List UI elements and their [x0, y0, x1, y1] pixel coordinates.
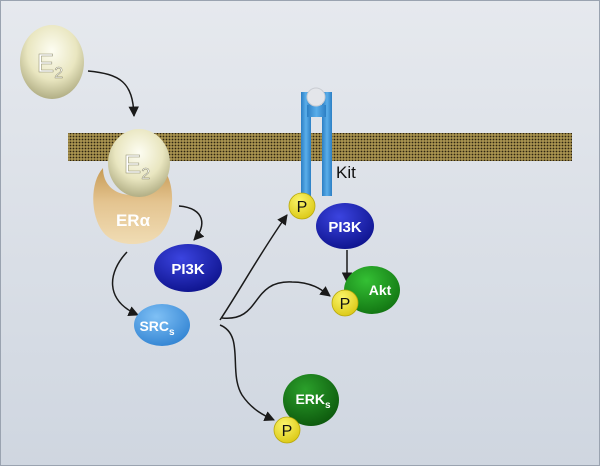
- kit-label: Kit: [336, 163, 356, 182]
- src-sub: s: [169, 327, 175, 338]
- e2-free-ligand: E2: [20, 25, 84, 99]
- svg-text:ERKs: ERKs: [295, 391, 331, 411]
- e2-free-sub: 2: [54, 65, 63, 82]
- arrow-src-to-kit-phospho: [219, 214, 288, 321]
- arrow-src-to-erk-phospho: [219, 324, 275, 421]
- phospho-akt: P: [331, 289, 359, 317]
- er-alpha-receptor: ERα: [93, 168, 173, 244]
- e2-bound-sub: 2: [141, 166, 150, 183]
- erk-sub: s: [325, 400, 331, 411]
- akt-label: Akt: [369, 282, 392, 298]
- src-kinase: SRCs: [134, 304, 190, 346]
- e2-bound-base: E: [124, 149, 141, 179]
- pi3k-left-label: PI3K: [171, 261, 205, 278]
- svg-text:SRCs: SRCs: [139, 318, 175, 338]
- erk-kinase: ERKs: [283, 374, 339, 426]
- pi3k-right: PI3K: [316, 203, 374, 249]
- e2-free-base: E: [37, 48, 54, 78]
- phospho-erk: P: [273, 416, 301, 444]
- phospho-akt-label: P: [340, 296, 351, 313]
- arrow-e2-to-membrane: [87, 70, 139, 118]
- phospho-kit-label: P: [297, 199, 308, 216]
- erk-base: ERK: [295, 391, 325, 407]
- phospho-erk-label: P: [282, 423, 293, 440]
- svg-text:E2: E2: [37, 48, 63, 82]
- phospho-kit: P: [288, 192, 316, 220]
- pi3k-left: PI3K: [154, 244, 222, 292]
- arrow-src-to-akt-phospho: [221, 281, 331, 319]
- src-base: SRC: [139, 318, 169, 334]
- svg-text:E2: E2: [124, 149, 150, 183]
- e2-bound-ligand: E2: [108, 129, 170, 197]
- pi3k-right-label: PI3K: [328, 219, 362, 236]
- er-alpha-label: ERα: [116, 211, 151, 230]
- arrow-era-to-pi3k: [178, 205, 205, 241]
- arrow-era-to-src: [111, 251, 139, 316]
- kit-receptor: [301, 87, 332, 196]
